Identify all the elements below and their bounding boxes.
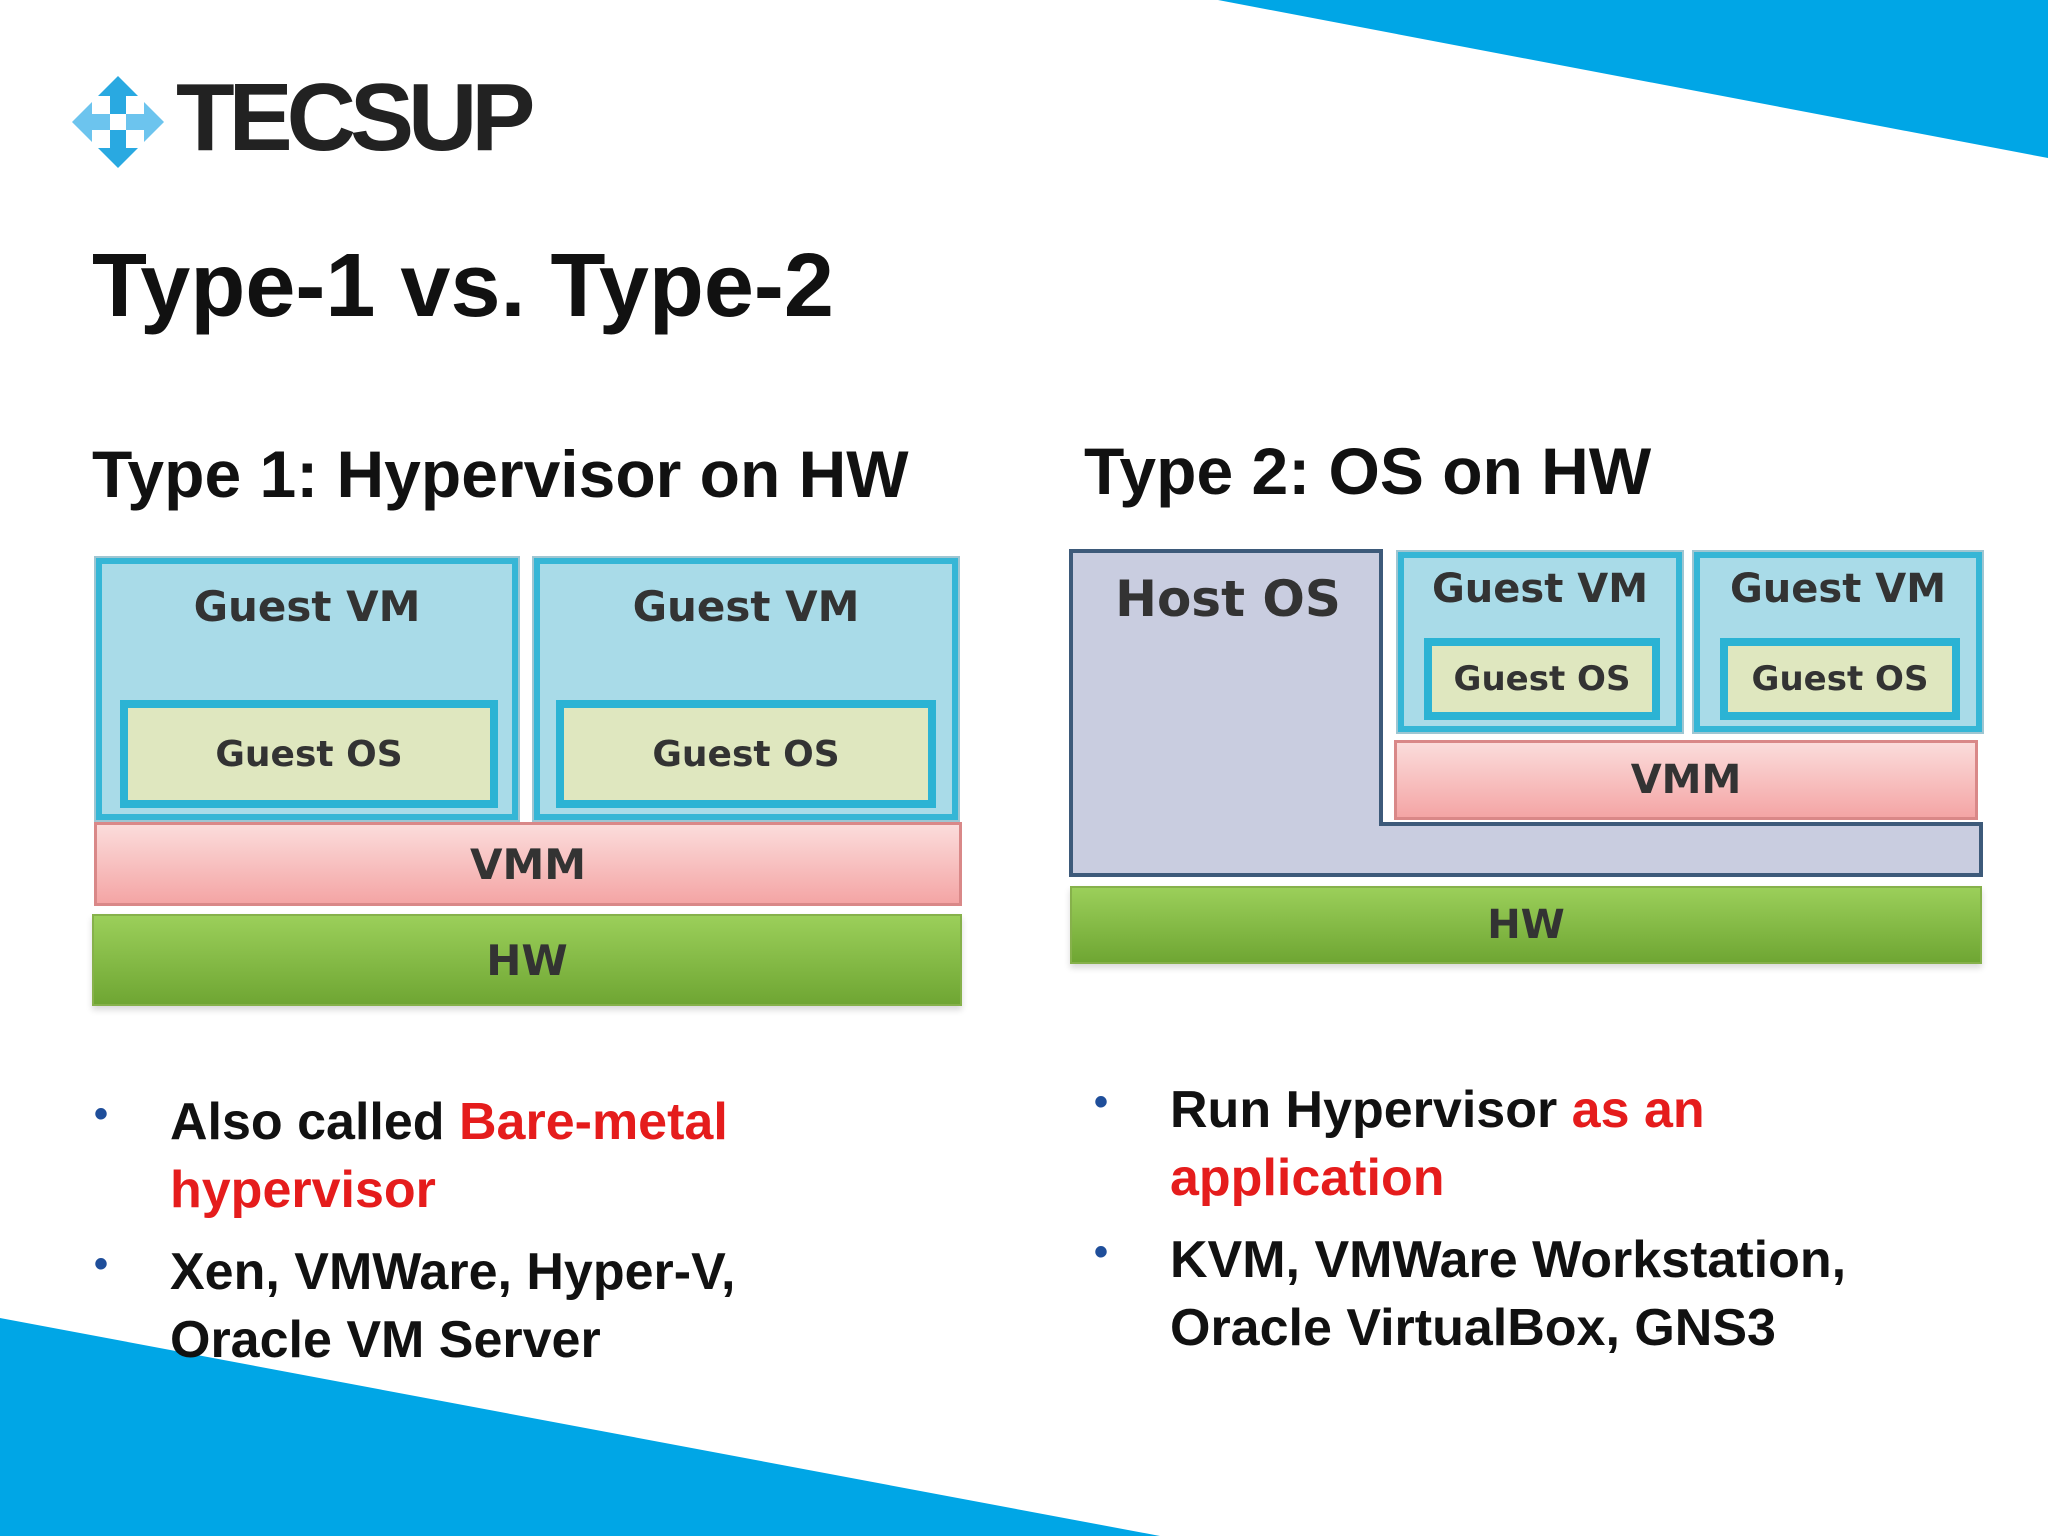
type1-guest-vm-1-label: Guest VM	[193, 582, 421, 631]
tecsup-logo: TECSUP	[66, 66, 535, 176]
logo-wordmark: TECSUP	[176, 64, 535, 171]
type2-bullet-2: • KVM, VMWare Workstation, Oracle Virtual…	[1094, 1226, 1974, 1362]
type2-guest-vm-1: Guest VM Guest OS	[1396, 550, 1684, 734]
type2-host-os-label: Host OS	[1115, 570, 1341, 628]
top-right-band	[1218, 0, 2048, 158]
type1-hw: HW	[92, 914, 962, 1006]
type2-guest-os-2-label: Guest OS	[1751, 659, 1929, 699]
type2-vmm: VMM	[1394, 740, 1978, 820]
type2-vmm-label: VMM	[1630, 757, 1742, 803]
type2-guest-os-1-label: Guest OS	[1453, 659, 1631, 699]
type2-guest-os-2: Guest OS	[1720, 638, 1960, 720]
type1-bullet-2-text: Xen, VMWare, Hyper-V, Oracle VM Server	[170, 1243, 736, 1369]
bullet-dot-icon: •	[1094, 1230, 1109, 1274]
type2-bullet-1: • Run Hypervisor as an application	[1094, 1076, 1974, 1212]
type1-heading: Type 1: Hypervisor on HW	[92, 437, 909, 511]
type2-guest-os-1: Guest OS	[1424, 638, 1660, 720]
type1-vmm: VMM	[94, 822, 962, 906]
type1-guest-vm-2: Guest VM Guest OS	[532, 556, 960, 822]
type1-guest-os-1-label: Guest OS	[215, 733, 403, 775]
bullet-dot-icon: •	[94, 1242, 109, 1286]
type1-vmm-label: VMM	[469, 839, 587, 889]
type1-guest-vm-1: Guest VM Guest OS	[94, 556, 520, 822]
type1-bullet-1-text: Also called	[170, 1093, 459, 1151]
type2-bullets: • Run Hypervisor as an application • KVM, …	[1094, 1076, 1974, 1376]
type2-hw: HW	[1070, 886, 1982, 964]
type1-guest-vm-2-label: Guest VM	[632, 582, 860, 631]
type2-guest-vm-2: Guest VM Guest OS	[1692, 550, 1984, 734]
type2-bullet-1-highlight: as an application	[1170, 1081, 1705, 1207]
type2-guest-vm-2-label: Guest VM	[1729, 566, 1947, 612]
type2-guest-vm-1-label: Guest VM	[1431, 566, 1649, 612]
type2-host-os-shape	[1069, 549, 1983, 877]
type1-hw-label: HW	[486, 935, 568, 985]
type1-guest-os-1: Guest OS	[120, 700, 498, 808]
type1-bullet-1-highlight: Bare-metal hypervisor	[170, 1093, 728, 1219]
type1-guest-os-2-label: Guest OS	[652, 733, 840, 775]
type2-bullet-1-text: Run Hypervisor	[1170, 1081, 1572, 1139]
bullet-dot-icon: •	[94, 1092, 109, 1136]
slide-title: Type-1 vs. Type-2	[92, 236, 834, 336]
type2-hw-label: HW	[1487, 902, 1565, 948]
type1-guest-os-2: Guest OS	[556, 700, 936, 808]
bullet-dot-icon: •	[1094, 1080, 1109, 1124]
type1-bullets: • Also called Bare-metal hypervisor • Xen,…	[94, 1088, 854, 1388]
type2-heading: Type 2: OS on HW	[1084, 434, 1652, 508]
type1-bullet-1: • Also called Bare-metal hypervisor	[94, 1088, 854, 1224]
type1-bullet-2: • Xen, VMWare, Hyper-V, Oracle VM Server	[94, 1238, 854, 1374]
logo-arrows-icon	[72, 76, 164, 168]
type2-bullet-2-text: KVM, VMWare Workstation, Oracle VirtualB…	[1170, 1231, 1847, 1357]
bottom-left-band	[0, 1318, 1160, 1536]
